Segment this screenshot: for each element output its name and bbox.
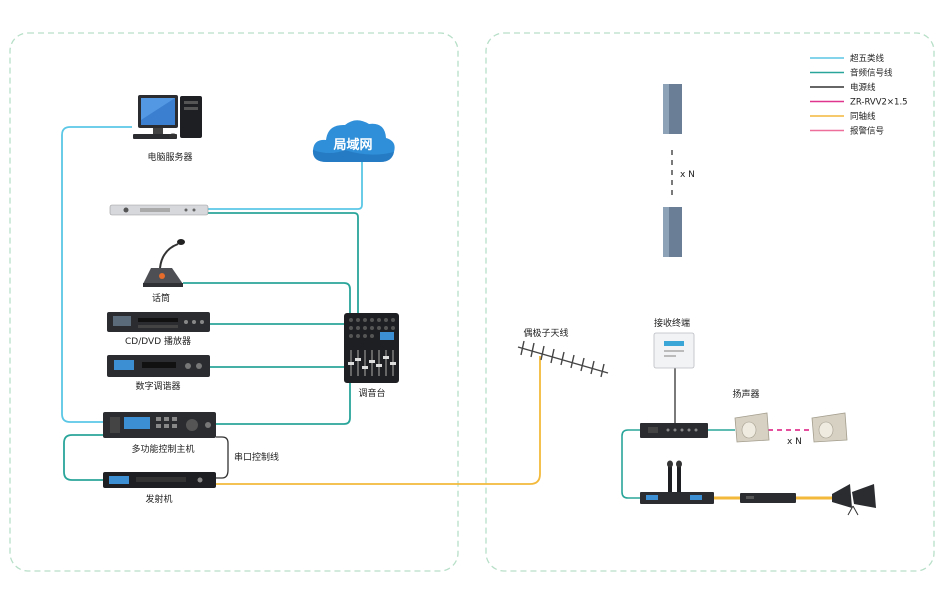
transmitter-label: 发射机 [145,493,172,505]
serial-control-line [216,436,229,479]
audio-controller-transmitter-left [63,434,103,481]
horn-speaker-right-icon [811,412,848,443]
column-xn-label: x N [680,170,695,180]
column-speaker-top-icon [663,84,682,134]
dipole-antenna-icon [517,340,609,378]
controller-label: 多功能控制主机 [131,443,194,455]
cat5-server-controller [61,126,132,423]
receiver-label: 接收终端 [654,317,690,329]
legend-label-cat5: 超五类线 [850,53,885,64]
serial-label: 串口控制线 [234,451,279,463]
antenna-label: 偶极子天线 [523,327,568,339]
legend-label-power: 电源线 [850,82,876,93]
legend-label-coax: 同轴线 [850,111,876,122]
transmitter-icon [103,472,216,488]
right-panel [485,32,935,572]
mixer-icon [344,313,399,383]
cables-right [621,150,832,500]
computer-server-icon [133,95,202,139]
mixer-label: 调音台 [358,387,385,399]
cat5-cloud-rack [208,160,363,210]
controller-host-icon [103,412,216,438]
server-label: 电脑服务器 [147,151,192,163]
lan-cloud-icon [312,120,395,162]
audio-amp-wireless [621,429,640,499]
rack-unit-icon [109,204,209,216]
cd-label: CD/DVD 播放器 [125,335,191,347]
tuner-label: 数字调谐器 [135,380,180,392]
audio-mixer-controller [216,383,351,425]
mic-label: 话筒 [152,292,170,304]
horn-speaker-left-icon [734,412,770,443]
outdoor-horn-speakers-icon [832,484,876,516]
speaker-label: 扬声器 [732,388,759,400]
cloud-label: 局域网 [333,137,372,153]
legend-label-alarm: 报警信号 [850,126,884,137]
column-speaker-bottom-icon [663,207,682,257]
legend-label-audio: 音频信号线 [850,68,893,79]
receiver-terminal-icon [653,332,695,369]
coax-transmitter-antenna [216,356,541,485]
left-panel [9,32,459,572]
wireless-mic-receiver-icon [640,460,714,504]
amplifier-icon [640,423,708,438]
cd-dvd-player-icon [107,312,210,332]
digital-tuner-icon [107,355,210,377]
router-box-icon [740,493,796,503]
speaker-xn-label: x N [787,437,802,447]
cables-left [61,126,541,485]
microphone-icon [143,239,185,287]
audio-mic-mixer [183,282,351,313]
audio-rack-mixer [208,212,359,313]
legend-label-zr_rvv: ZR-RVV2×1.5 [850,98,908,108]
